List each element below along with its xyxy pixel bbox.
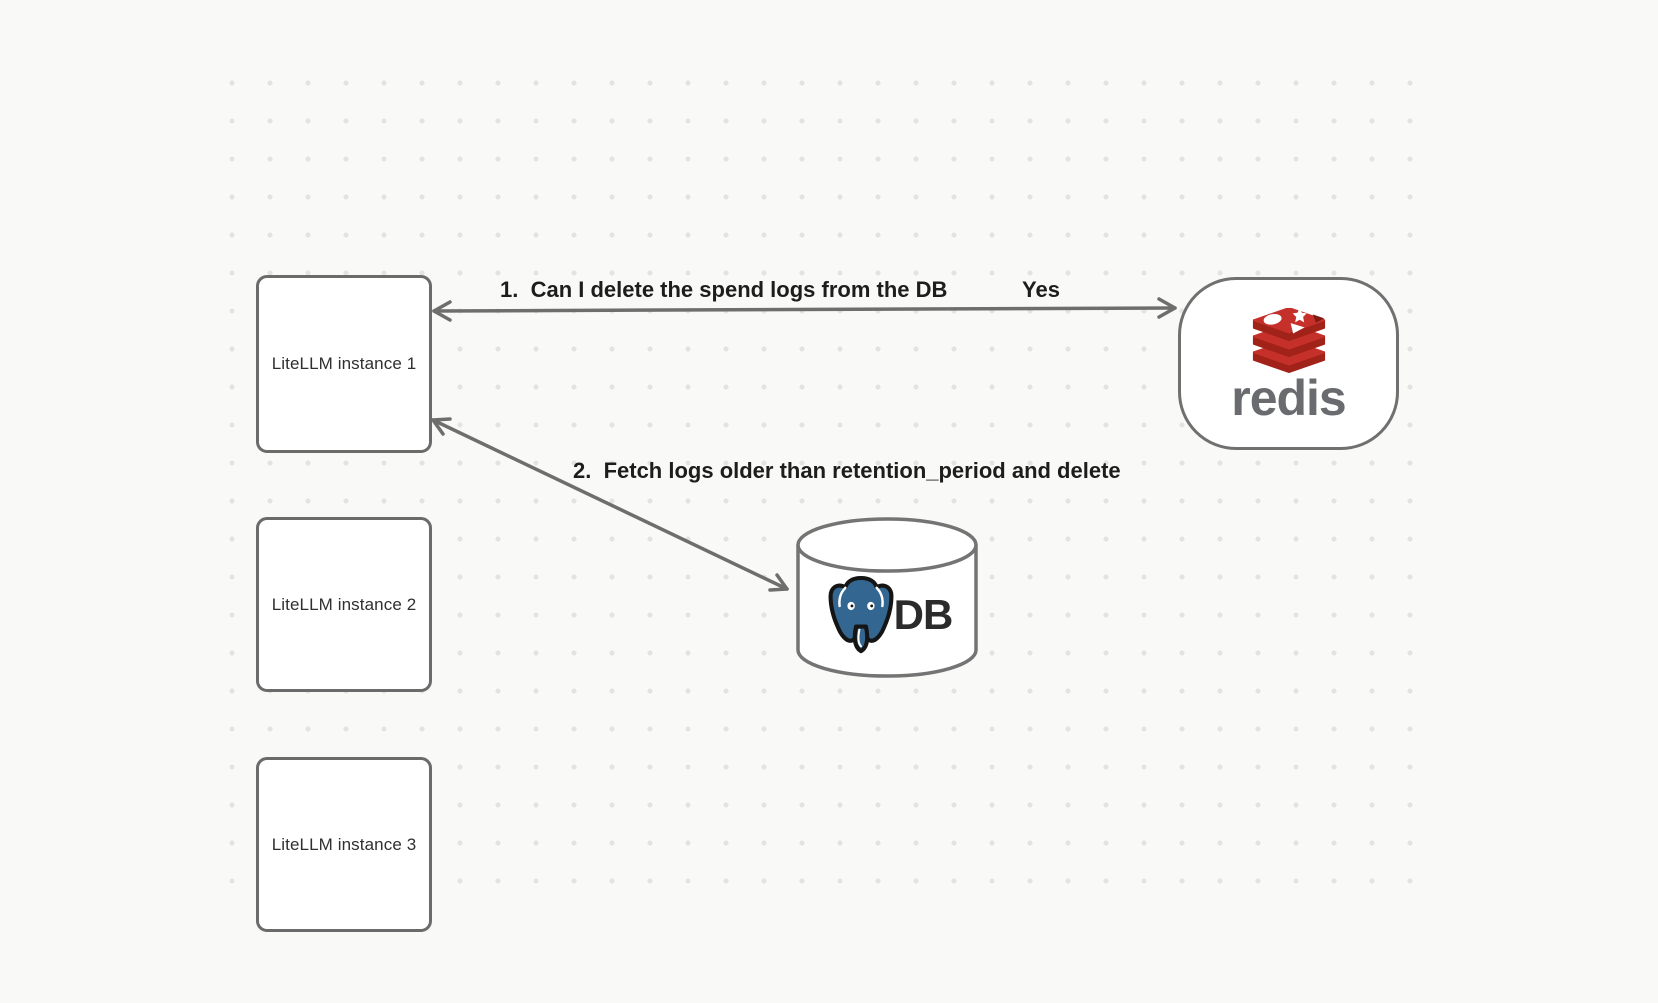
redis-logo-icon <box>1252 307 1325 373</box>
db-label: DB <box>893 590 954 638</box>
edge1-label: 1. Can I delete the spend logs from the … <box>500 277 948 302</box>
edge1-response-label: Yes <box>1022 277 1060 302</box>
node-litellm-instance-3-label: LiteLLM instance 3 <box>271 834 417 854</box>
node-litellm-instance-3: LiteLLM instance 3 <box>256 757 432 932</box>
node-redis: redis <box>1178 277 1399 450</box>
node-db-content: DB <box>800 562 976 667</box>
edge2-label: 2. Fetch logs older than retention_perio… <box>573 458 1121 483</box>
node-litellm-instance-1: LiteLLM instance 1 <box>256 275 432 453</box>
postgresql-elephant-icon <box>828 575 894 653</box>
node-litellm-instance-2: LiteLLM instance 2 <box>256 517 432 692</box>
node-litellm-instance-1-label: LiteLLM instance 1 <box>271 354 417 373</box>
redis-wordmark: redis <box>1231 369 1347 426</box>
node-litellm-instance-2-label: LiteLLM instance 2 <box>271 594 417 614</box>
